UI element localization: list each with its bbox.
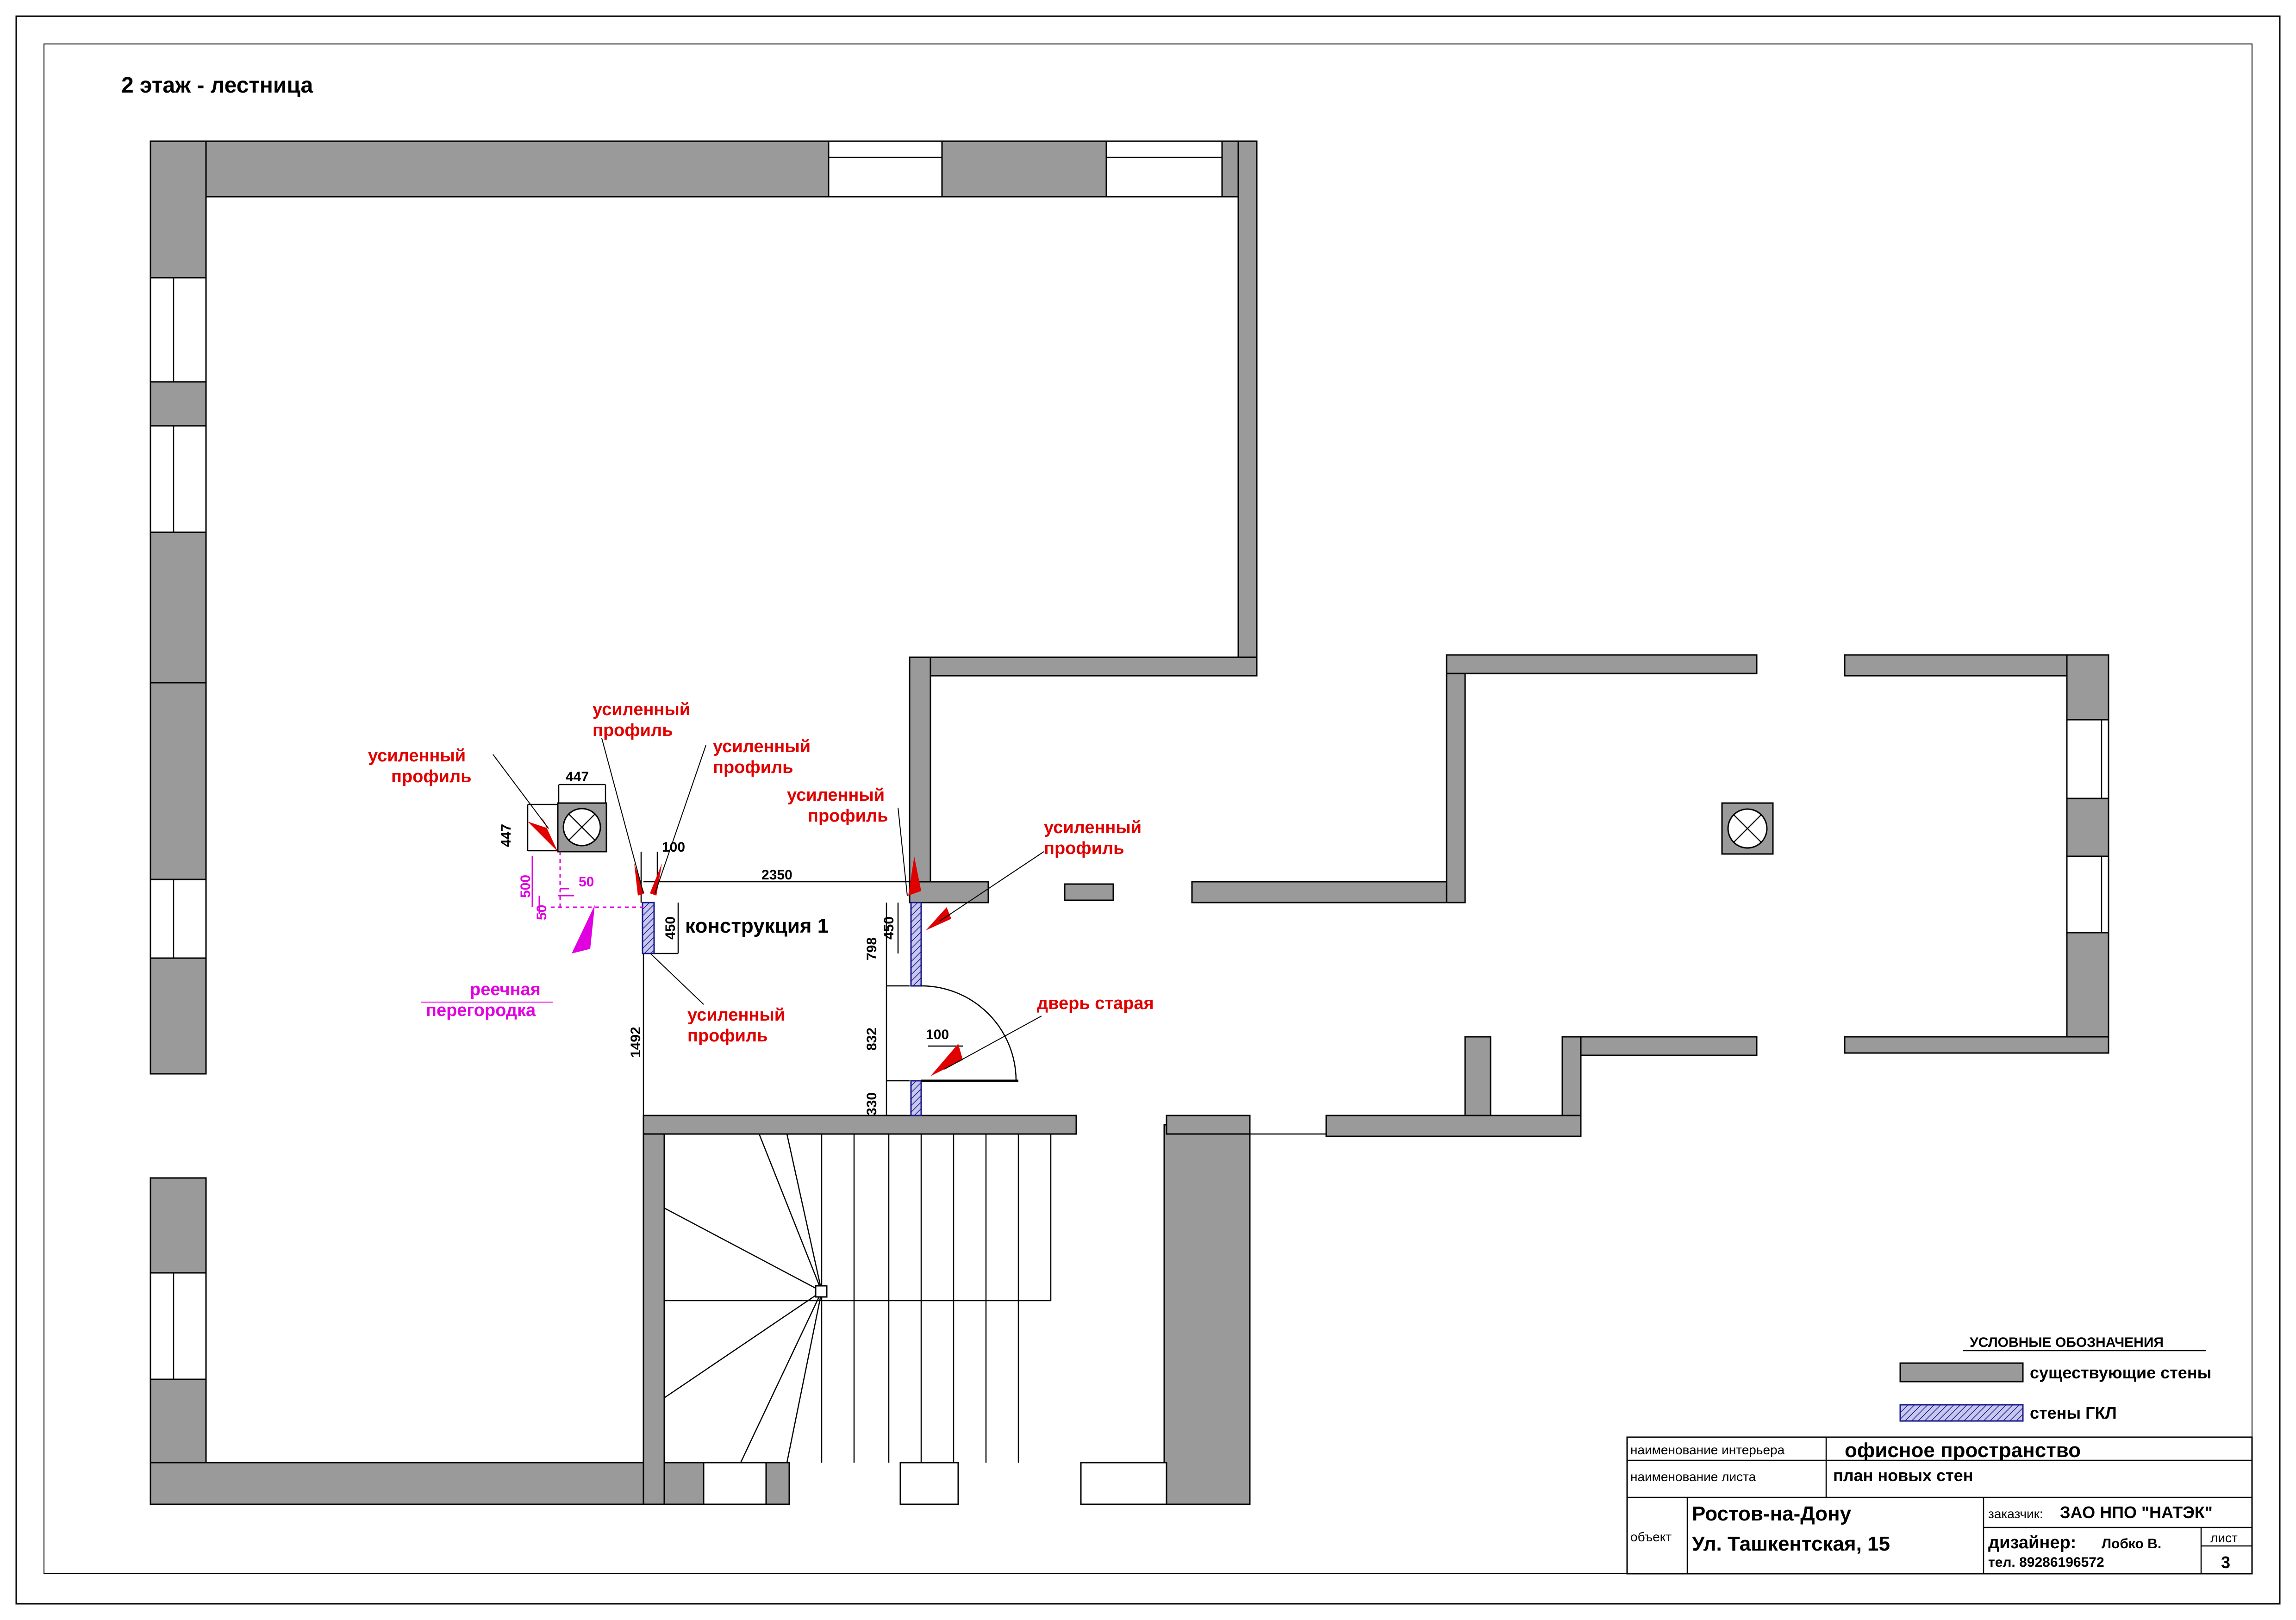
staircase: [664, 1134, 1052, 1463]
dim-col-height: 447: [499, 824, 514, 847]
legend-existing-swatch: [1899, 1362, 2024, 1383]
dim-1492: 1492: [628, 1027, 643, 1058]
tb-list-value: 3: [2221, 1553, 2230, 1572]
tb-object-line1: Ростов-на-Дону: [1692, 1502, 1852, 1525]
gkl-wall-construction-1: [642, 902, 655, 954]
tb-designer-label: дизайнер:: [1988, 1533, 2076, 1552]
tb-object-label: объект: [1630, 1530, 1672, 1544]
outer-frame: [15, 15, 2281, 1605]
dim-832: 832: [864, 1028, 880, 1051]
tb-sheet-label: наименование листа: [1630, 1470, 1756, 1484]
label-slat-partition: реечная перегородка: [426, 980, 545, 1020]
dim-450-left: 450: [663, 916, 678, 940]
dim-100-door: 100: [926, 1027, 949, 1042]
tb-list-label: лист: [2210, 1531, 2238, 1545]
tb-sheet-value: план новых стен: [1833, 1466, 1973, 1485]
magenta-arrow: [572, 905, 595, 953]
label-reinforced-1: усиленный профиль: [368, 746, 472, 786]
label-reinforced-4: усиленный профиль: [787, 785, 890, 826]
dim-col-width: 447: [566, 769, 589, 785]
old-door-swing: [921, 985, 1017, 1081]
tb-interior-value: офисное пространство: [1845, 1439, 2081, 1462]
sheet-title: 2 этаж - лестница: [121, 73, 313, 98]
dim-330: 330: [864, 1092, 880, 1115]
existing-walls: [150, 140, 2109, 1505]
column-right: [1721, 802, 1774, 855]
gkl-wall-right-lower: [910, 1080, 922, 1116]
dim-450-right: 450: [881, 916, 897, 940]
tb-object-line2: Ул. Ташкентская, 15: [1692, 1533, 1890, 1555]
column-left: [557, 802, 607, 853]
legend-heading: УСЛОВНЫЕ ОБОЗНАЧЕНИЯ: [1970, 1335, 2164, 1350]
dim-100-top: 100: [662, 840, 685, 855]
tb-designer-value: Лобко В.: [2102, 1536, 2161, 1551]
label-reinforced-6: усиленный профиль: [687, 1005, 790, 1046]
leader-lines: [493, 738, 1044, 1070]
tb-client-label: заказчик:: [1988, 1507, 2043, 1521]
inner-frame: [44, 44, 2252, 1574]
label-reinforced-5: усиленный профиль: [1044, 818, 1147, 858]
title-block: наименование интерьера офисное пространс…: [1626, 1436, 2253, 1575]
red-arrows: [528, 817, 963, 1076]
legend-existing-label: существующие стены: [2030, 1363, 2211, 1382]
label-reinforced-2: усиленный профиль: [593, 700, 695, 740]
legend: УСЛОВНЫЕ ОБОЗНАЧЕНИЯ существующие стены …: [1899, 1335, 2211, 1422]
tb-client-value: ЗАО НПО "НАТЭК": [2060, 1503, 2213, 1522]
legend-gkl-swatch: [1899, 1404, 2024, 1422]
label-old-door: дверь старая: [1037, 994, 1154, 1013]
windows: [150, 140, 2109, 1505]
slat-partition: [421, 852, 643, 1003]
gkl-wall-right-upper: [910, 902, 922, 987]
dim-500: 500: [518, 875, 533, 898]
label-reinforced-3: усиленный профиль: [713, 737, 816, 777]
label-construction-1: конструкция 1: [685, 915, 829, 937]
legend-gkl-label: стены ГКЛ: [2030, 1403, 2117, 1422]
dim-50-v: 50: [534, 905, 549, 920]
dim-798: 798: [864, 937, 880, 960]
dim-50-h: 50: [579, 874, 594, 890]
tb-phone: тел. 89286196572: [1988, 1555, 2104, 1570]
tb-interior-label: наименование интерьера: [1630, 1443, 1785, 1457]
dim-2350: 2350: [761, 867, 792, 883]
